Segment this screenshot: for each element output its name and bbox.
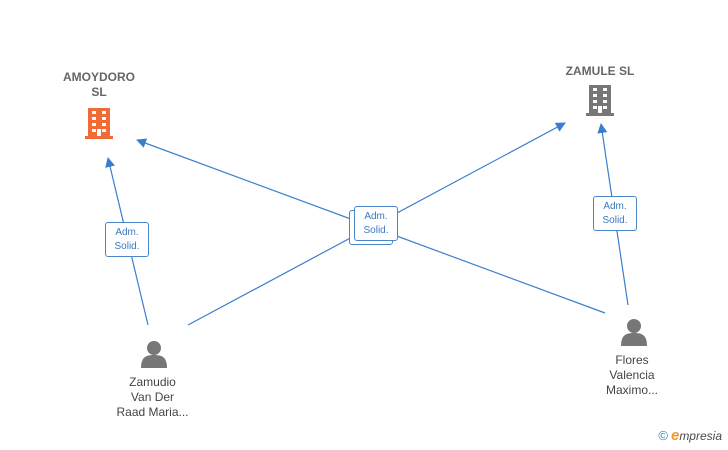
role-badge-right: Adm. Solid. — [593, 196, 637, 231]
copyright-icon: © — [658, 428, 668, 443]
person-icon-flores — [621, 319, 647, 346]
building-icon-zamule — [586, 85, 614, 116]
footer-watermark: ©empresia — [658, 427, 722, 444]
person-icon-zamudio — [141, 341, 167, 368]
brand-text: mpresia — [679, 429, 722, 443]
brand-initial: e — [670, 427, 680, 444]
role-badge-left: Adm. Solid. — [105, 222, 149, 257]
role-badge-center: Adm. Solid. — [354, 206, 398, 241]
company-name-amoydoro[interactable]: AMOYDORO SL — [63, 70, 135, 99]
building-icon-amoydoro — [85, 108, 113, 139]
company-name-zamule[interactable]: ZAMULE SL — [565, 64, 635, 78]
person-name-zamudio[interactable]: Zamudio Van Der Raad Maria... — [116, 375, 189, 419]
person-name-flores[interactable]: Flores Valencia Maximo... — [605, 353, 658, 397]
